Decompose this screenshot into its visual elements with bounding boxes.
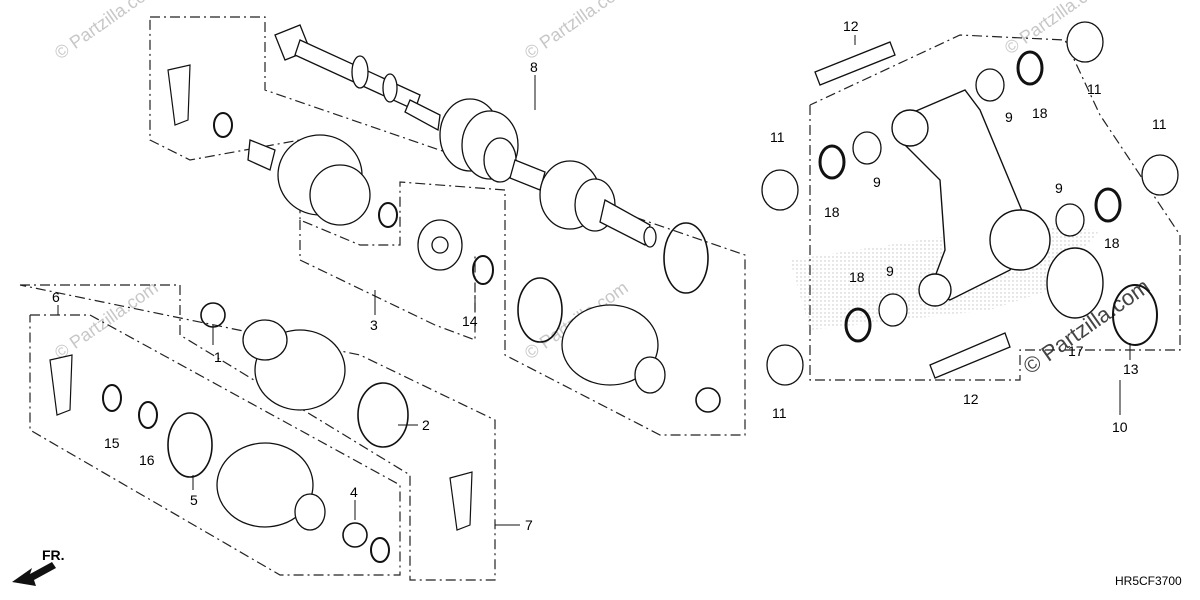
boots — [216, 304, 666, 531]
callout-5: 5 — [190, 492, 198, 508]
ring-16 — [138, 401, 158, 429]
band-small-right — [695, 387, 721, 413]
ring-top-left — [213, 112, 233, 138]
grease-tube-2 — [49, 354, 73, 416]
band-2 — [357, 382, 409, 448]
ring-14 — [472, 255, 494, 285]
callout-16: 16 — [139, 452, 155, 468]
front-direction-arrow: FR. — [12, 547, 65, 586]
group-3-outline — [299, 220, 476, 341]
watermark-2: © Partzilla.com — [521, 0, 632, 63]
callout-4: 4 — [350, 484, 358, 500]
callout-6: 6 — [52, 289, 60, 305]
grease-tube-3 — [449, 471, 473, 531]
callout-12-b: 12 — [963, 391, 979, 407]
callout-9-a: 9 — [1005, 109, 1013, 125]
callout-17: 17 — [1068, 343, 1084, 359]
axle-shaft-assembly — [274, 24, 657, 248]
watermark-1: © Partzilla.com — [51, 0, 162, 63]
callout-3: 3 — [370, 317, 378, 333]
callout-7: 7 — [525, 517, 533, 533]
callout-2: 2 — [422, 417, 430, 433]
boot-right — [561, 304, 659, 386]
callout-9-d: 9 — [886, 263, 894, 279]
group-6-outline — [29, 314, 401, 576]
inner-cv-joint — [247, 134, 463, 271]
group-7-outline — [19, 284, 496, 581]
band-1 — [200, 302, 226, 328]
ring-3 — [378, 202, 398, 228]
diagram-code: HR5CF3700 — [1115, 574, 1182, 588]
callout-labels: 1 2 3 4 5 6 7 8 9 9 9 9 10 11 11 11 11 1… — [52, 18, 1167, 533]
seals-18 — [818, 50, 1122, 343]
callout-15: 15 — [104, 435, 120, 451]
band-4 — [342, 522, 368, 548]
pins-12 — [814, 41, 1011, 379]
hub-17 — [1046, 247, 1104, 319]
group-10-outline — [809, 34, 1181, 381]
caps-11 — [761, 21, 1179, 386]
grease-tube-1 — [167, 64, 191, 126]
callout-8: 8 — [530, 59, 538, 75]
boot-5 — [216, 442, 314, 528]
callout-12-a: 12 — [843, 18, 859, 34]
ring-4b — [370, 537, 390, 563]
callout-18-c: 18 — [1104, 235, 1120, 251]
callout-9-c: 9 — [1055, 180, 1063, 196]
ring-13 — [1112, 284, 1158, 346]
callout-11-b: 11 — [1087, 81, 1102, 97]
band-5 — [167, 412, 213, 478]
clamp-bands — [167, 222, 721, 548]
callout-13: 13 — [1123, 361, 1139, 377]
ring-15 — [102, 384, 122, 412]
knuckle-assembly — [891, 89, 1104, 319]
callout-10: 10 — [1112, 419, 1128, 435]
snap-rings — [102, 112, 494, 563]
direction-label: FR. — [42, 547, 65, 563]
band-mid — [517, 277, 563, 343]
callout-14: 14 — [462, 313, 478, 329]
callout-9-b: 9 — [873, 174, 881, 190]
leader-lines — [57, 35, 1131, 526]
callout-18-a: 18 — [1032, 105, 1048, 121]
band-top-right — [663, 222, 709, 294]
callout-11-d: 11 — [772, 405, 787, 421]
callout-1: 1 — [214, 349, 222, 365]
callout-11-a: 11 — [770, 129, 785, 145]
callout-11-c: 11 — [1152, 116, 1167, 132]
watermark-4: © Partzilla.com — [51, 277, 162, 363]
callout-18-d: 18 — [849, 269, 865, 285]
bushings-9 — [852, 68, 1085, 327]
grease-tubes — [49, 64, 473, 531]
callout-18-b: 18 — [824, 204, 840, 220]
